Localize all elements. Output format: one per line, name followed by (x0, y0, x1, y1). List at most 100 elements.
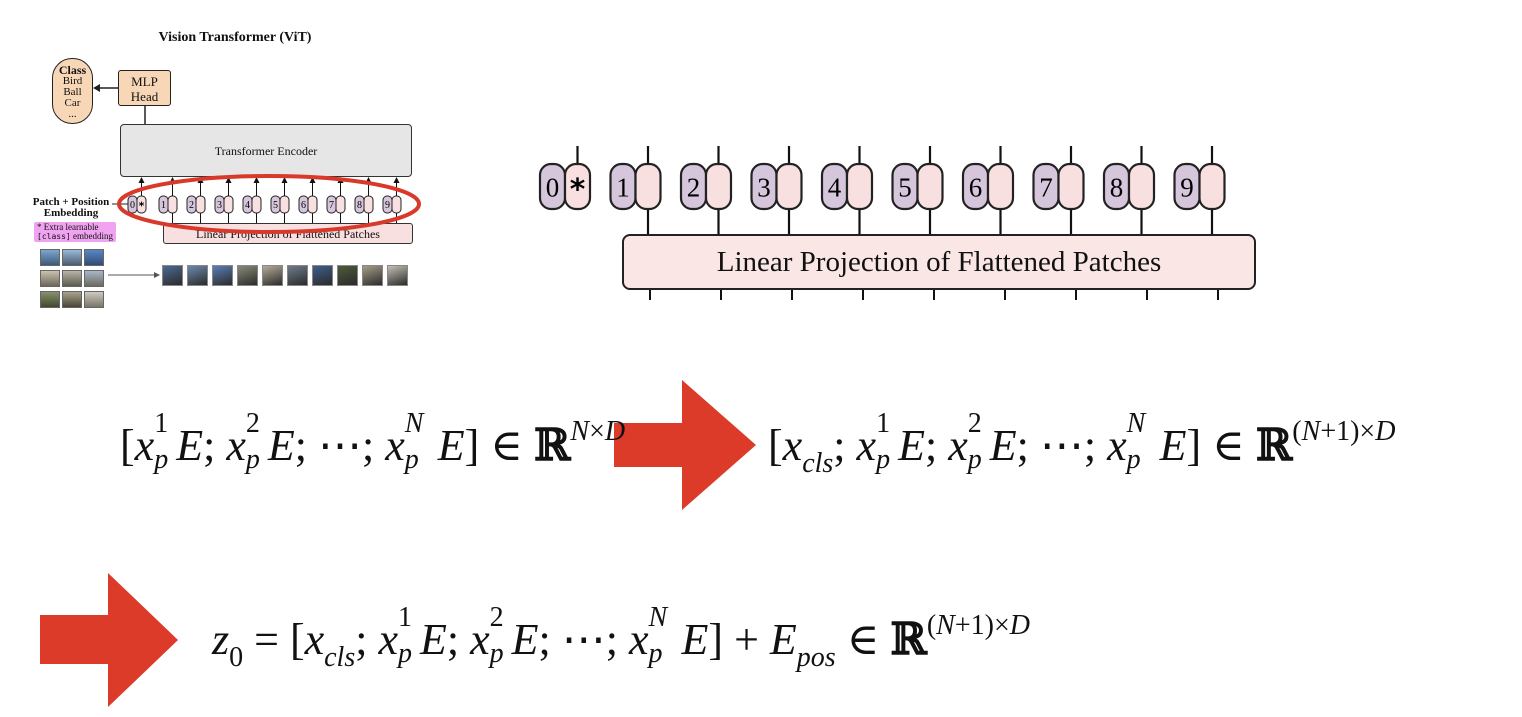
class-item: Car (64, 97, 81, 109)
pe-label-line1: Patch + Position (32, 196, 110, 208)
image-patch-thumbnail (84, 249, 104, 266)
zoom-token-pair: 0* (538, 146, 592, 211)
small-token-pair: 9 (382, 179, 402, 223)
small-token-number: 3 (217, 200, 222, 211)
small-patch-token (391, 195, 402, 214)
small-patch-token (223, 195, 234, 214)
small-patch-token (195, 195, 206, 214)
zoom-token-number: 0 (546, 172, 560, 202)
zoom-token-pair: 4 (820, 146, 874, 234)
image-patch-thumbnail (40, 270, 60, 287)
image-patch-thumbnail (40, 291, 60, 308)
class-code-label: [class] (37, 232, 71, 241)
small-patch-token (167, 195, 178, 214)
zoom-token-number: 4 (828, 172, 842, 202)
small-arrowhead (225, 177, 232, 183)
zoom-patch-token (916, 162, 944, 211)
zoom-patch-token (1057, 162, 1085, 211)
small-token-number: 0 (130, 200, 135, 211)
small-token-number: 4 (245, 200, 250, 211)
highlight-ellipse (117, 174, 421, 234)
zoom-token-pair: 6 (961, 146, 1015, 234)
flattened-patch-tile (262, 265, 283, 286)
zoom-token-number: 5 (898, 172, 912, 202)
small-patch-token (363, 195, 374, 214)
zoom-patch-token (704, 162, 733, 211)
small-arrowhead (281, 177, 288, 183)
zoom-token-number: 2 (687, 172, 701, 202)
zoom-token-number: 8 (1110, 172, 1124, 202)
flattened-patch-tile (237, 265, 258, 286)
small-patch-token (279, 195, 290, 214)
zoom-linear-projection-box: Linear Projection of Flattened Patches (622, 234, 1256, 290)
flattened-patch-tile (387, 265, 408, 286)
flattened-patch-tile (212, 265, 233, 286)
extra-learnable-note: * Extra learnable [class] embedding (34, 222, 116, 242)
flattened-patch-tile (362, 265, 383, 286)
flattened-patch-tile (162, 265, 183, 286)
image-patch-thumbnail (62, 291, 82, 308)
small-token-number: 2 (189, 200, 194, 211)
arrows-layer (40, 380, 756, 707)
small-token-number: 7 (329, 200, 334, 211)
small-cls-marker: * (139, 199, 145, 212)
flattened-patch-tile (187, 265, 208, 286)
vit-architecture-diagram: Vision Transformer (ViT) Class Bird Ball… (0, 0, 460, 320)
zoom-patch-token (634, 162, 662, 211)
zoom-token-number: 7 (1039, 172, 1053, 202)
mlp-head-line2: Head (130, 89, 159, 104)
zoom-token-number: 6 (969, 172, 983, 202)
extra-note-line2: embedding (72, 231, 113, 241)
small-token-pair: 1 (158, 179, 178, 223)
zoom-token-pair: 5 (891, 146, 944, 234)
zoom-patch-token (986, 162, 1015, 211)
small-token-number: 1 (161, 200, 166, 211)
right-arrow-icon (614, 380, 756, 510)
zoom-token-number: 3 (757, 172, 771, 202)
zoom-token-pair: 8 (1102, 146, 1156, 234)
small-token-pair: 5 (270, 179, 290, 223)
pe-label-line2: Embedding (43, 207, 99, 219)
flattened-patch-tile (287, 265, 308, 286)
small-arrowhead (138, 177, 145, 183)
small-patch-token (251, 195, 262, 214)
zoom-input-ticks (649, 290, 1219, 300)
transformer-encoder-box: Transformer Encoder (120, 124, 412, 177)
small-token-number: 8 (357, 200, 362, 211)
zoom-patch-token (1198, 162, 1226, 211)
zoom-cls-marker: * (570, 172, 586, 207)
zoom-token-pair: 7 (1032, 146, 1085, 234)
image-patch-thumbnail (62, 270, 82, 287)
small-token-pair: 8 (354, 179, 374, 223)
extra-note-line1: * Extra learnable (37, 222, 99, 232)
small-token-pair: 3 (214, 179, 234, 223)
small-patch-token (335, 195, 346, 214)
class-title: Class (58, 63, 87, 77)
image-patch-thumbnail (84, 270, 104, 287)
zoom-patch-token (775, 162, 803, 211)
image-patch-thumbnail (40, 249, 60, 266)
zoom-token-pair: 2 (679, 146, 733, 234)
zoom-patch-token (1127, 162, 1156, 211)
zoom-patch-token (845, 162, 874, 211)
small-arrowhead (309, 177, 316, 183)
small-token-pair: 7 (326, 179, 346, 223)
small-token-number: 9 (385, 200, 390, 211)
zoom-patch-token (563, 162, 592, 211)
small-token-pair: 2 (186, 179, 206, 223)
small-token-pair: 0* (127, 179, 147, 214)
small-token-pair: 6 (298, 179, 318, 223)
class-output-box: Class Bird Ball Car ... (52, 58, 93, 124)
small-patch-token (136, 195, 147, 214)
image-patch-thumbnail (84, 291, 104, 308)
small-token-number: 6 (301, 200, 306, 211)
zoom-token-pair: 3 (750, 146, 803, 234)
small-patch-token (307, 195, 318, 214)
